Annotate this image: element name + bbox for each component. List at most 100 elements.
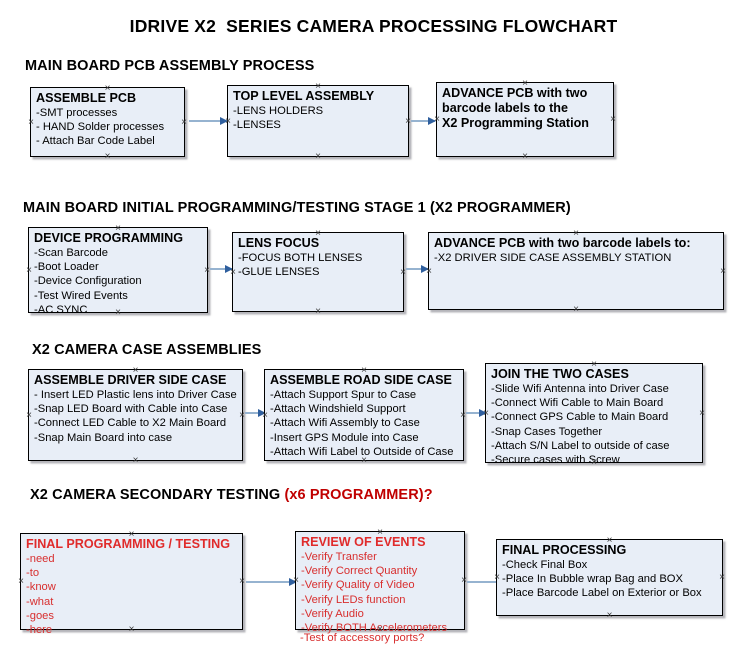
resize-handle-top[interactable] [590, 360, 599, 369]
box-title: ADVANCE PCB with two barcode labels to: [434, 236, 691, 250]
box-title-line2: barcode labels to the [442, 101, 568, 115]
resize-handle-bottom[interactable] [114, 308, 123, 317]
box-line: -Device Configuration [34, 275, 142, 288]
resize-handle-top[interactable] [127, 530, 136, 539]
box-line: -LENSES [233, 119, 281, 132]
box-review-of-events[interactable]: REVIEW OF EVENTS -Verify Transfer -Verif… [292, 528, 465, 644]
resize-handle-left[interactable] [493, 573, 502, 582]
connector-arrow-road-side-to-join [466, 412, 486, 414]
resize-handle-bottom[interactable] [314, 307, 323, 316]
resize-handle-bottom[interactable] [376, 625, 385, 634]
resize-handle-bottom[interactable] [103, 152, 112, 161]
box-line: -Verify BOTH Accelerometers [301, 622, 448, 635]
box-assemble-driver-side-case[interactable]: ASSEMBLE DRIVER SIDE CASE - Insert LED P… [28, 369, 243, 461]
resize-handle-left[interactable] [25, 411, 34, 420]
resize-handle-bottom[interactable] [605, 611, 614, 620]
box-title: REVIEW OF EVENTS [301, 535, 426, 549]
box-line: -Slide Wifi Antenna into Driver Case [491, 383, 669, 395]
connector-arrow-final-prog-to-review [246, 581, 296, 583]
resize-handle-top[interactable] [314, 229, 323, 238]
box-line: -Attach Wifi Label to Outside of Case [270, 445, 454, 458]
box-advance-pcb-programming-station[interactable]: ADVANCE PCB with two barcode labels to t… [436, 82, 614, 157]
box-line: -Verify Quality of Video [301, 579, 415, 592]
box-assemble-road-side-case[interactable]: ASSEMBLE ROAD SIDE CASE -Attach Support … [264, 369, 464, 461]
box-final-processing[interactable]: FINAL PROCESSING -Check Final Box -Place… [496, 539, 723, 616]
box-line: -Check Final Box [502, 559, 588, 571]
resize-handle-bottom[interactable] [572, 305, 581, 314]
resize-handle-top[interactable] [376, 528, 385, 537]
resize-handle-right[interactable] [718, 573, 727, 582]
resize-handle-bottom[interactable] [590, 458, 599, 467]
resize-handle-top[interactable] [521, 79, 530, 88]
box-assemble-pcb[interactable]: ASSEMBLE PCB -SMT processes - HAND Solde… [30, 87, 185, 157]
connector-arrow-pcb-to-top-level [189, 120, 227, 122]
box-title: LENS FOCUS [238, 236, 320, 250]
resize-handle-right[interactable] [698, 409, 707, 418]
resize-handle-left[interactable] [292, 576, 301, 585]
resize-handle-bottom[interactable] [127, 625, 136, 634]
resize-handle-right[interactable] [180, 118, 189, 127]
resize-handle-bottom[interactable] [360, 456, 369, 465]
box-line: -Attach S/N Label to outside of case [491, 439, 670, 452]
resize-handle-right[interactable] [203, 266, 212, 275]
resize-handle-left[interactable] [482, 409, 491, 418]
box-line: -SMT processes [36, 107, 118, 119]
box-final-programming-testing[interactable]: FINAL PROGRAMMING / TESTING -need -to -k… [17, 530, 243, 636]
box-advance-pcb-driver-side[interactable]: ADVANCE PCB with two barcode labels to: … [428, 232, 724, 310]
box-title: ASSEMBLE DRIVER SIDE CASE [34, 373, 227, 387]
connector-arrow-top-level-to-advance [411, 120, 435, 122]
box-title: DEVICE PROGRAMMING [34, 231, 184, 245]
box-line: - HAND Solder processes [36, 121, 165, 134]
resize-handle-top[interactable] [572, 229, 581, 238]
resize-handle-bottom[interactable] [131, 456, 140, 465]
box-title: ADVANCE PCB with two [442, 86, 588, 100]
resize-handle-left[interactable] [27, 118, 36, 127]
resize-handle-left[interactable] [425, 267, 434, 276]
resize-handle-left[interactable] [229, 268, 238, 277]
resize-handle-bottom[interactable] [521, 152, 530, 161]
section-header-accent: (x6 PROGRAMMER)? [284, 487, 433, 503]
resize-handle-top[interactable] [314, 82, 323, 91]
box-line: -Verify Correct Quantity [301, 565, 418, 578]
box-device-programming[interactable]: DEVICE PROGRAMMING -Scan Barcode -Boot L… [25, 224, 208, 316]
box-join-the-two-cases[interactable]: JOIN THE TWO CASES -Slide Wifi Antenna i… [482, 360, 703, 466]
connector-arrow-driver-to-road-side [245, 412, 265, 414]
box-title: ASSEMBLE PCB [36, 91, 137, 105]
resize-handle-top[interactable] [103, 84, 112, 93]
section-header-text: MAIN BOARD INITIAL PROGRAMMING/TESTING S… [23, 200, 571, 216]
box-line: -Verify Audio [301, 607, 364, 620]
box-line: -Attach Wifi Assembly to Case [270, 417, 420, 430]
resize-handle-top[interactable] [605, 536, 614, 545]
box-line: -Secure cases with Screw [491, 454, 620, 467]
box-line: -Connect LED Cable to X2 Main Board [34, 417, 227, 430]
box-top-level-assembly[interactable]: TOP LEVEL ASSEMBLY -LENS HOLDERS -LENSES [227, 85, 409, 157]
connector-arrow-review-to-final-processing [467, 581, 507, 583]
box-line: -to [26, 567, 40, 580]
resize-handle-right[interactable] [719, 267, 728, 276]
box-line: -Insert GPS Module into Case [270, 431, 419, 444]
resize-handle-bottom[interactable] [314, 152, 323, 161]
box-line: -Verify LEDs function [301, 593, 406, 606]
resize-handle-left[interactable] [17, 577, 26, 586]
resize-handle-left[interactable] [433, 115, 442, 124]
resize-handle-top[interactable] [131, 366, 140, 375]
box-line: -LENS HOLDERS [233, 105, 324, 117]
box-line: -know [26, 581, 56, 594]
box-title: JOIN THE TWO CASES [491, 367, 629, 381]
box-lens-focus[interactable]: LENS FOCUS -FOCUS BOTH LENSES -GLUE LENS… [232, 232, 404, 312]
box-line: -need [26, 553, 55, 565]
box-line: -AC SYNC [34, 303, 88, 316]
resize-handle-left[interactable] [261, 411, 270, 420]
resize-handle-right[interactable] [609, 115, 618, 124]
box-title: FINAL PROCESSING [502, 543, 627, 557]
box-line: -Test Wired Events [34, 289, 128, 302]
resize-handle-left[interactable] [25, 266, 34, 275]
resize-handle-left[interactable] [224, 117, 233, 126]
box-title: ASSEMBLE ROAD SIDE CASE [270, 373, 452, 387]
box-line: -goes [26, 609, 54, 622]
resize-handle-top[interactable] [114, 224, 123, 233]
resize-handle-top[interactable] [360, 366, 369, 375]
box-line: -Scan Barcode [34, 247, 109, 259]
box-line: -Connect Wifi Cable to Main Board [491, 397, 664, 410]
